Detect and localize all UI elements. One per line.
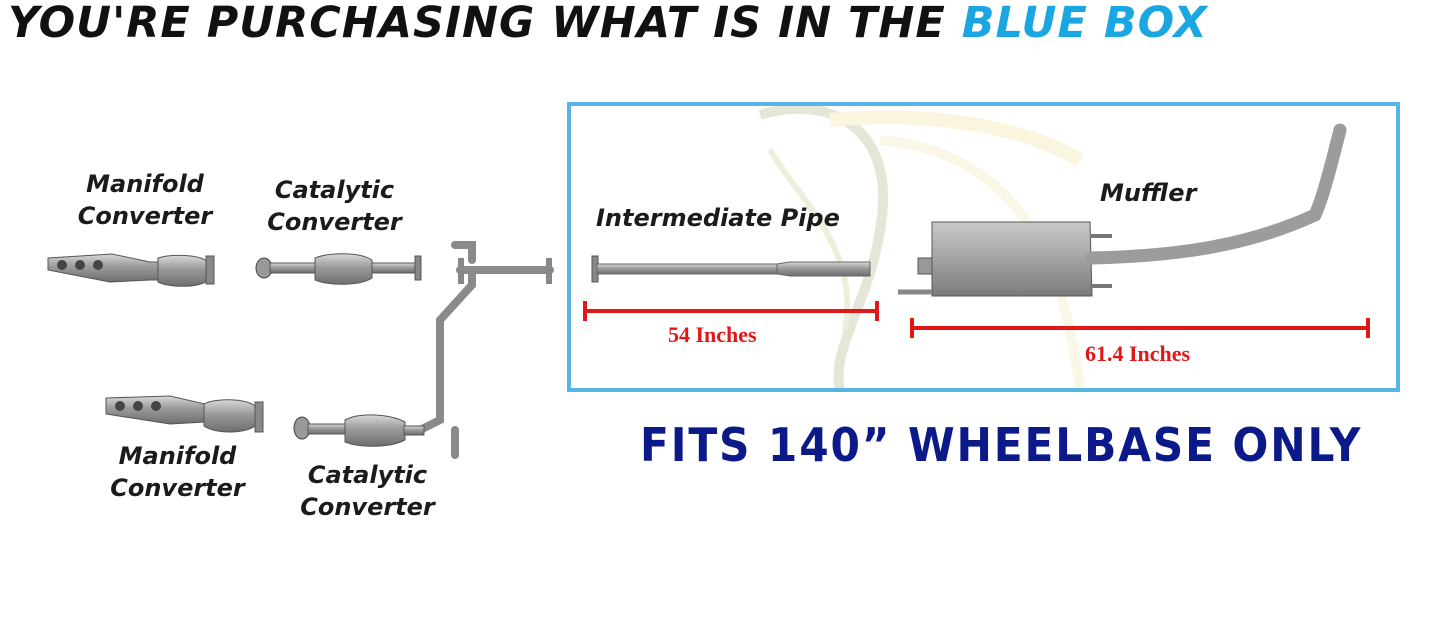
label-manifold-top-line1: Manifold <box>86 170 204 198</box>
catalytic-converter-bottom-part <box>293 414 425 447</box>
fitment-note: FITS 140” WHEELBASE ONLY <box>640 418 1363 472</box>
label-intermediate-pipe: Intermediate Pipe <box>596 204 840 232</box>
label-catalytic-top-line1: Catalytic <box>274 176 395 204</box>
label-catalytic-top: Catalytic Converter <box>252 174 417 238</box>
measure-line-muffler <box>910 318 1370 338</box>
catalytic-converter-top-part <box>255 253 422 285</box>
intermediate-pipe-part <box>591 255 871 283</box>
y-pipe-part <box>416 241 554 459</box>
measurement-muffler-assembly: 61.4 Inches <box>1085 341 1191 366</box>
label-catalytic-top-line2: Converter <box>267 208 402 236</box>
label-manifold-bottom-line1: Manifold <box>118 442 237 470</box>
headline-prefix: YOU'RE PURCHASING WHAT IS IN THE <box>8 0 962 48</box>
manifold-converter-bottom-part <box>105 395 264 433</box>
measure-line-intermediate <box>583 301 879 321</box>
headline-highlight: BLUE BOX <box>961 0 1208 48</box>
label-catalytic-bottom-line2: Converter <box>300 493 435 521</box>
muffler-part <box>898 123 1347 297</box>
label-manifold-top: Manifold Converter <box>70 168 220 232</box>
measurement-intermediate-pipe: 54 Inches <box>668 322 757 347</box>
label-manifold-bottom-line2: Converter <box>110 474 245 502</box>
manifold-converter-top-part <box>47 253 215 287</box>
label-catalytic-bottom: Catalytic Converter <box>285 459 450 523</box>
label-manifold-bottom: Manifold Converter <box>100 440 255 504</box>
headline: YOU'RE PURCHASING WHAT IS IN THE BLUE BO… <box>8 0 1208 48</box>
label-muffler: Muffler <box>1100 179 1197 207</box>
label-manifold-top-line2: Converter <box>77 202 213 230</box>
blue-box <box>567 102 1400 392</box>
label-catalytic-bottom-line1: Catalytic <box>307 461 428 489</box>
